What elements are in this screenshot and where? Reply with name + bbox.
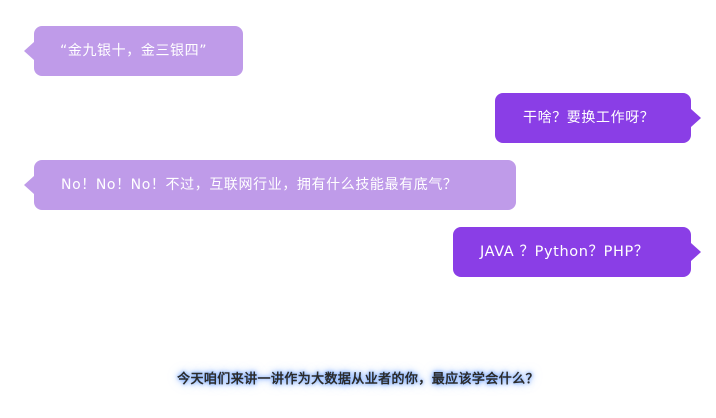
message-text: JAVA ？Python？PHP？ — [480, 244, 649, 260]
chat-bubble-outgoing: 干啥？要换工作呀？ — [495, 93, 701, 143]
message-text: “金九银十，金三银四” — [60, 43, 208, 59]
message-text: No！No！No！不过，互联网行业，拥有什么技能最有底气？ — [61, 177, 458, 193]
message-text: 干啥？要换工作呀？ — [523, 110, 655, 126]
chat-bubble-incoming: No！No！No！不过，互联网行业，拥有什么技能最有底气？ — [24, 160, 516, 210]
video-subtitle: 今天咱们来讲一讲作为大数据从业者的你，最应该学会什么？ — [177, 372, 539, 387]
chat-bubble-incoming: “金九银十，金三银四” — [24, 26, 243, 76]
chat-bubble-outgoing: JAVA ？Python？PHP？ — [453, 227, 701, 277]
